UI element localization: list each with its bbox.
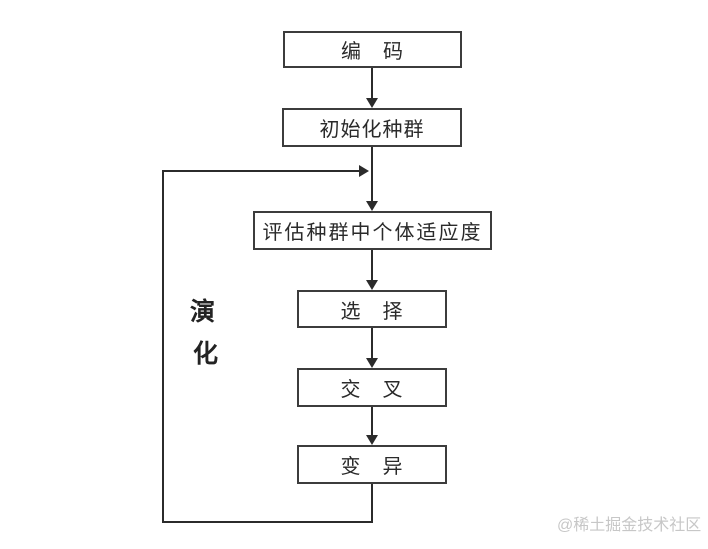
- connector-encode-to-init: [371, 68, 373, 101]
- connector-selection-to-crossover: [371, 328, 373, 360]
- arrowhead-right-icon: [359, 165, 369, 177]
- loop-line-top: [162, 170, 360, 172]
- watermark-text: @稀土掘金技术社区: [557, 517, 702, 534]
- arrowhead-down-icon: [366, 280, 378, 290]
- connector-crossover-to-mutation: [371, 407, 373, 437]
- loop-label-evolution-char1: 演: [190, 299, 216, 326]
- node-encode: 编 码: [283, 31, 462, 68]
- node-initialize-population: 初始化种群: [282, 108, 462, 147]
- connector-evaluate-to-selection: [371, 250, 373, 282]
- loop-line-bottom: [162, 521, 373, 523]
- node-evaluate-fitness: 评估种群中个体适应度: [253, 211, 492, 250]
- loop-line-down: [371, 484, 373, 523]
- connector-init-to-evaluate: [371, 147, 373, 203]
- node-selection: 选 择: [297, 290, 447, 328]
- arrowhead-down-icon: [366, 201, 378, 211]
- arrowhead-down-icon: [366, 98, 378, 108]
- loop-line-left: [162, 170, 164, 523]
- node-crossover: 交 叉: [297, 368, 447, 407]
- node-mutation: 变 异: [297, 445, 447, 484]
- arrowhead-down-icon: [366, 358, 378, 368]
- arrowhead-down-icon: [366, 435, 378, 445]
- loop-label-evolution-char2: 化: [193, 341, 219, 368]
